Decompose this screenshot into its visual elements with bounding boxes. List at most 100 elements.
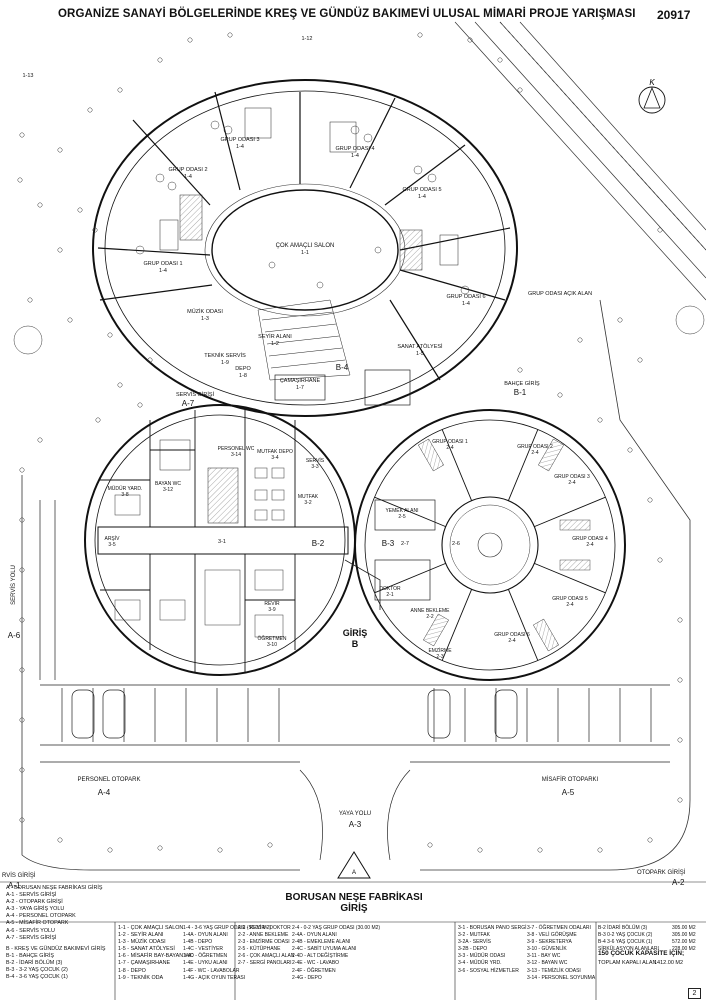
tree	[57, 837, 63, 843]
legend-item: 1-4A - OYUN ALANI	[183, 932, 228, 939]
legend-col-3: 3-1 - BORUSAN PANO SERGİ 3-2 - MUTFAK 3-…	[458, 925, 527, 975]
room-code: 3-10	[267, 642, 277, 648]
legend-item: 2-7 - SERGİ PANOLARI	[238, 960, 292, 967]
area-label: B-2 İDARİ BÖLÜM (3)	[598, 925, 648, 931]
room-code: 2-3	[436, 654, 443, 660]
tree	[157, 57, 163, 63]
page-number: 2	[688, 988, 701, 999]
legend-col-1b: 1-4 - 3-6 YAŞ GRUP ODASI (50.00 M2) 1-4A…	[183, 925, 271, 982]
legend-item: A-2 - OTOPARK GİRİŞİ	[6, 899, 63, 906]
tree	[19, 467, 25, 473]
legend-col-b: B - KREŞ VE GÜNDÜZ BAKIMEVİ GİRİŞ B-1 - …	[6, 946, 105, 981]
tree	[557, 392, 563, 398]
tree	[57, 147, 63, 153]
tree	[227, 32, 233, 38]
legend-item: 3-6 - SOSYAL HİZMETLER	[458, 967, 519, 974]
room-code: 2-4	[566, 602, 573, 608]
trees	[13, 32, 705, 853]
legend-item: 1-4B - DEPO	[183, 939, 213, 946]
tree	[57, 247, 63, 253]
room-code: 1-8	[239, 373, 247, 379]
legend-item: 3-2B - DEPO	[458, 946, 488, 953]
tree	[19, 667, 25, 673]
room-label: DEPO	[235, 366, 251, 372]
legend-item: 2-4C - SABİT UYUMA ALANI	[292, 946, 357, 953]
north-arrow: K	[638, 78, 666, 114]
room-code: 3-2	[304, 500, 311, 506]
legend-item: A-6 - SERVİS YOLU	[6, 927, 55, 934]
room-code: 2-4	[446, 445, 453, 451]
legend-item: 1-9 - TEKNİK ODA	[118, 974, 164, 981]
room-code: 2-4	[586, 542, 593, 548]
legend-item: A-5 - MİSAFİR OTOPARK	[6, 920, 69, 927]
diagonal-road	[454, 21, 706, 301]
area-value: 305.00 M2	[672, 925, 696, 931]
road-code: A-6	[8, 631, 21, 640]
legend-item: 1-7 - ÇAMAŞIRHANE	[118, 960, 171, 967]
parking	[39, 500, 670, 861]
room-code: 3-5	[108, 542, 115, 548]
group-room-label: GRUP ODASI 2	[168, 167, 207, 173]
legend-item: 2-2 - ANNE BEKLEME	[238, 932, 289, 939]
legend-item: 1-8 - DEPO	[118, 967, 146, 974]
group-room-code: 1-4	[159, 268, 167, 274]
legend-item: B-1 - BAHÇE GİRİŞ	[6, 953, 54, 960]
area-value: 228.00 M2	[672, 946, 696, 953]
room-label: GRUP ODASI 2	[517, 444, 553, 450]
legend-item: 2-3 - EMZİRME ODASI	[238, 939, 290, 946]
legend-item: 3-2A - SERVİS	[458, 939, 491, 946]
legend-item: 2-4G - DEPO	[292, 974, 322, 981]
area-row: B-3 0-2 YAŞ ÇOCUK (2) 305.00 M2	[598, 932, 696, 939]
area-label: GRUP ODASI AÇIK ALAN	[528, 291, 592, 297]
entrance-label: SERVİS GİRİŞİ	[176, 391, 215, 398]
legend-col-a: A - BORUSAN NEŞE FABRİKASI GİRİŞ A-1 - S…	[6, 885, 102, 942]
room-label: SEYİR ALANI	[258, 333, 292, 340]
entrance-code: A-7	[182, 399, 195, 408]
group-room-label: GRUP ODASI 4	[335, 146, 374, 152]
tree	[67, 317, 73, 323]
tree	[517, 367, 523, 373]
entrance-arrow	[337, 851, 371, 879]
main-entrance-label: GİRİŞ	[343, 628, 368, 638]
tree	[37, 437, 43, 443]
tree	[647, 497, 653, 503]
legend-item: 1-3 - MÜZİK ODASI	[118, 939, 166, 946]
room-code: 2-1	[386, 592, 393, 598]
legend-item: 3-3 - MÜDÜR ODASI	[458, 953, 506, 960]
room-code: 2-2	[426, 614, 433, 620]
tree	[467, 37, 473, 43]
legend-col-2: 2-1 - REVİR - DOKTOR 2-2 - ANNE BEKLEME …	[238, 925, 294, 968]
top-building	[92, 79, 518, 417]
room-label: TEKNİK SERVİS	[204, 352, 246, 359]
tree	[627, 447, 633, 453]
legend-item: 1-4 - 3-6 YAŞ GRUP ODASI (50.00 M2)	[183, 925, 272, 931]
legend-item: 3-11 - BAY WC	[527, 953, 561, 960]
tree	[677, 737, 683, 743]
room-label: BAYAN WC	[155, 481, 181, 487]
legend-col-3b: 3-7 - ÖĞRETMEN ODALARI 3-8 - VELİ GÖRÜŞM…	[527, 925, 595, 982]
legend-item: B-4 - 3-6 YAŞ ÇOCUK (1)	[6, 974, 68, 981]
entrance-letter: A	[352, 870, 356, 876]
room-label: MÜZİK ODASI	[187, 308, 223, 315]
room-label: REVİR	[264, 600, 280, 607]
parking-label: MİSAFİR OTOPARKI	[542, 776, 599, 783]
legend-item: 1-6 - MİSAFİR BAY-BAYAN WC	[118, 953, 194, 960]
legend-item: 3-8 - VELİ GÖRÜŞME	[527, 932, 577, 939]
corner-code: A-2	[672, 878, 685, 887]
room-label: MÜDÜR YARD.	[108, 485, 143, 492]
legend-item: A-3 - YAYA GİRİŞ YOLU	[6, 906, 65, 913]
room-label: EMZİRME	[428, 647, 452, 654]
total-value: 1412.00 M2	[654, 960, 684, 966]
tree	[677, 677, 683, 683]
tree	[617, 317, 623, 323]
tree	[417, 32, 423, 38]
tree	[477, 847, 483, 853]
room-label: MUTFAK DEPO	[257, 449, 293, 455]
tree	[597, 417, 603, 423]
room-label: GRUP ODASI 6	[494, 632, 530, 638]
room-label: GRUP ODASI 4	[572, 536, 608, 542]
tree	[19, 817, 25, 823]
tree	[217, 847, 223, 853]
